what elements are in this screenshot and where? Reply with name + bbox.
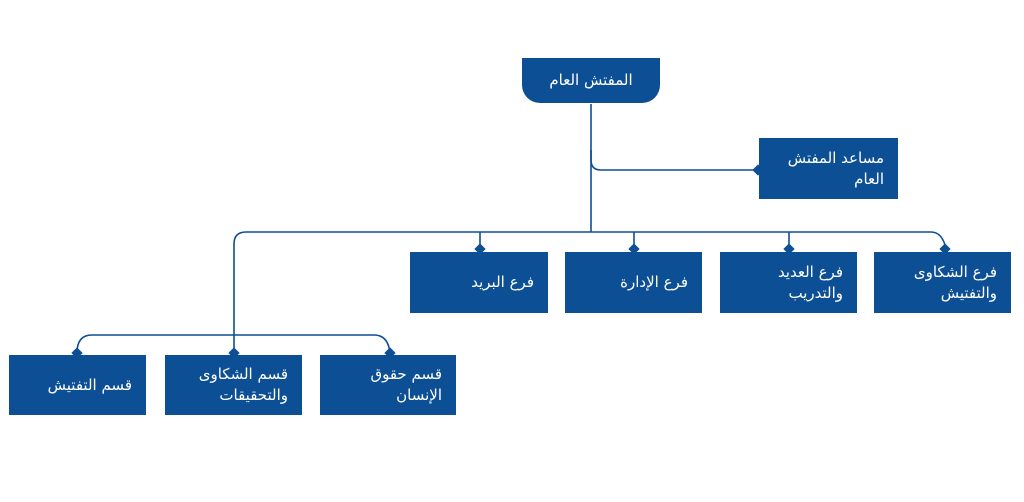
branch-node-training: فرع العديد والتدريب — [720, 252, 857, 313]
node-label: المفتش العام — [549, 71, 633, 89]
section-node-complaints-investigations: قسم الشكاوى والتحقيقات — [165, 355, 302, 415]
section-node-inspection: قسم التفتيش — [9, 355, 146, 415]
assistant-inspector-node: مساعد المفتش العام — [759, 138, 898, 199]
branch-bus-line — [246, 231, 946, 246]
section-bus-line — [76, 334, 391, 354]
node-label: فرع العديد والتدريب — [777, 262, 843, 302]
assistant-link-line — [590, 150, 758, 171]
branch-node-administration: فرع الإدارة — [565, 252, 702, 313]
node-label: فرع الشكاوى والتفتيش — [913, 262, 997, 302]
branch-node-complaints-inspection: فرع الشكاوى والتفتيش — [874, 252, 1011, 313]
inspector-general-node: المفتش العام — [522, 58, 660, 103]
node-label: فرع البريد — [471, 273, 534, 291]
node-label: مساعد المفتش العام — [787, 148, 884, 188]
section-node-human-rights: قسم حقوق الإنسان — [320, 355, 456, 415]
node-label: قسم الشكاوى والتحقيقات — [198, 365, 288, 404]
node-label: فرع الإدارة — [620, 273, 688, 291]
node-label: قسم التفتيش — [47, 375, 132, 394]
section-feed-line — [233, 231, 247, 335]
node-label: قسم حقوق الإنسان — [370, 365, 442, 404]
branch-node-mail: فرع البريد — [410, 252, 548, 313]
